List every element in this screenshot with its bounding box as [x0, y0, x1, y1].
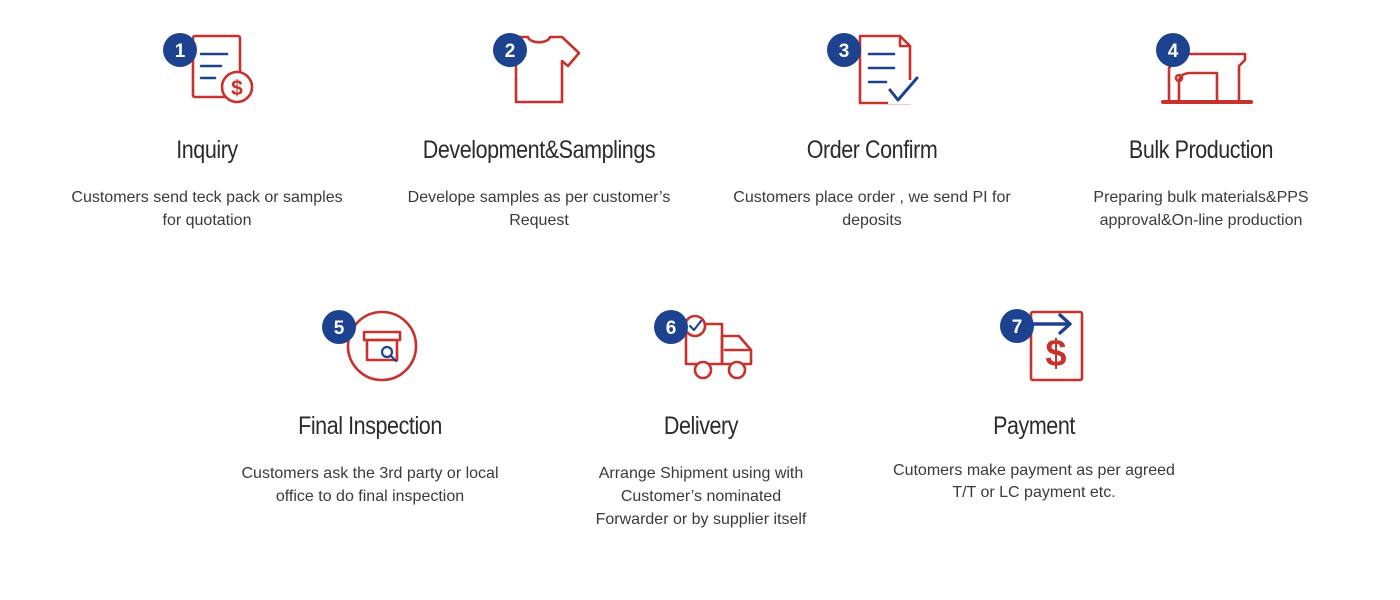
box-inspection-magnifier-icon: 5	[322, 310, 418, 382]
step-title: Inquiry	[176, 136, 238, 164]
step-title: Final Inspection	[298, 412, 442, 440]
step-description: Customers place order , we send PI for d…	[733, 189, 1011, 229]
quotation-document-dollar-icon: $ 1	[163, 33, 254, 104]
step-number-badge: 1	[175, 41, 186, 62]
payment-invoice-dollar-icon: $ 7	[1000, 309, 1084, 382]
step-number-badge: 4	[1168, 41, 1179, 62]
step-icon-wrap: 6	[541, 306, 861, 386]
delivery-truck-icon: 6	[654, 310, 753, 380]
step-title: Payment	[993, 412, 1075, 440]
step-title: Bulk Production	[1128, 136, 1274, 164]
t-shirt-icon: 2	[493, 33, 581, 104]
sewing-machine-icon: 4	[1156, 33, 1253, 104]
step-title: Order Confirm	[806, 136, 938, 164]
step-inquiry: $ 1 Inquiry Customers send teck pack or …	[47, 30, 367, 232]
step-number-badge: 6	[666, 318, 677, 339]
step-delivery: 6 Delivery Arrange Shipment using with C…	[541, 306, 861, 531]
step-number-badge: 3	[839, 41, 850, 62]
step-description: Customers ask the 3rd party or local off…	[241, 465, 499, 505]
step-number-badge: 5	[334, 318, 345, 339]
step-development-samplings: 2 Development&Samplings Develope samples…	[379, 30, 699, 232]
step-number-badge: 2	[505, 41, 516, 62]
step-description: Preparing bulk materials&PPS approval&On…	[1093, 189, 1309, 229]
step-icon-wrap: $ 1	[47, 30, 367, 110]
step-title: Development&Samplings	[422, 136, 656, 164]
step-description: Cutomers make payment as per agreed T/T …	[893, 462, 1175, 501]
document-checkmark-icon: 3	[827, 33, 919, 105]
step-title: Delivery	[663, 412, 739, 440]
step-icon-wrap: 2	[379, 30, 699, 110]
step-final-inspection: 5 Final Inspection Customers ask the 3rd…	[210, 306, 530, 508]
step-description: Develope samples as per customer’s Reque…	[407, 189, 671, 229]
step-payment: $ 7 Payment Cutomers make payment as per…	[874, 306, 1194, 504]
svg-text:$: $	[231, 77, 243, 100]
step-icon-wrap: $ 7	[874, 306, 1194, 386]
step-description: Arrange Shipment using with Customer’s n…	[595, 465, 807, 528]
step-icon-wrap: 4	[1041, 30, 1361, 110]
step-number-badge: 7	[1012, 317, 1023, 338]
svg-text:$: $	[1045, 333, 1066, 375]
step-order-confirm: 3 Order Confirm Customers place order , …	[712, 30, 1032, 232]
step-bulk-production: 4 Bulk Production Preparing bulk materia…	[1041, 30, 1361, 232]
step-icon-wrap: 5	[210, 306, 530, 386]
step-icon-wrap: 3	[712, 30, 1032, 110]
step-description: Customers send teck pack or samples for …	[71, 189, 343, 229]
